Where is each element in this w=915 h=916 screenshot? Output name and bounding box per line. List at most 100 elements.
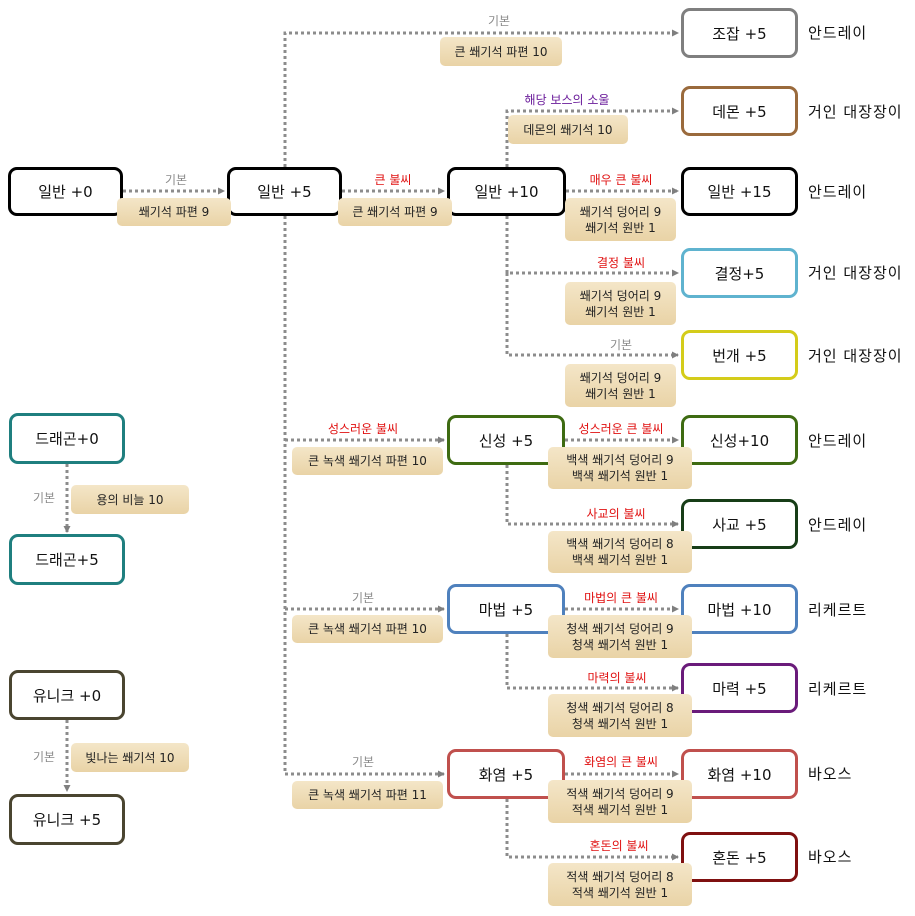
- material-line: 백색 쐐기석 덩어리 9: [566, 453, 674, 467]
- edge-label-basic: 기본: [351, 755, 375, 769]
- node-demon-5[interactable]: 데몬 +5: [681, 86, 798, 136]
- material-line: 큰 녹색 쐐기석 파편 11: [308, 788, 427, 802]
- material-line: 데몬의 쐐기석 10: [523, 122, 613, 137]
- edge-label-holy-big-fire: 성스러운 큰 불씨: [578, 422, 664, 436]
- node-fire-5[interactable]: 화염 +5: [447, 749, 565, 799]
- material-line: 청색 쐐기석 덩어리 8: [566, 700, 674, 715]
- location-label: 거인 대장장이: [808, 264, 903, 282]
- material-chip: 용의 비늘 10: [71, 485, 189, 514]
- location-label: 거인 대장장이: [808, 347, 903, 365]
- material-chip: 백색 쐐기석 덩어리 9 백색 쐐기석 원반 1: [548, 447, 692, 489]
- node-fire-10[interactable]: 화염 +10: [681, 749, 798, 799]
- edge-normal5-craft5: [283, 29, 679, 167]
- edge-label-very-big-fire: 매우 큰 불씨: [589, 173, 653, 187]
- material-line: 큰 녹색 쐐기석 파편 10: [308, 622, 427, 636]
- material-line: 쐐기석 원반 1: [585, 386, 656, 401]
- edge-label-crystal-fire: 결정 불씨: [597, 256, 645, 270]
- node-chaos-5[interactable]: 혼돈 +5: [681, 832, 798, 882]
- edge-label-basic: 기본: [33, 750, 56, 764]
- edge-label-basic: 기본: [351, 591, 375, 605]
- material-chip: 쐐기석 파편 9: [117, 198, 231, 226]
- edge-label-chaos-fire: 혼돈의 불씨: [589, 839, 649, 853]
- material-chip: 큰 녹색 쐐기석 파편 10: [292, 447, 443, 475]
- node-craft-5[interactable]: 조잡 +5: [681, 8, 798, 58]
- material-line: 적색 쐐기석 덩어리 9: [566, 786, 674, 801]
- material-line: 쐐기석 덩어리 9: [579, 288, 662, 303]
- node-normal-10[interactable]: 일반 +10: [447, 167, 566, 216]
- node-evil-5[interactable]: 사교 +5: [681, 499, 798, 549]
- node-unique-0[interactable]: 유니크 +0: [9, 670, 125, 720]
- material-line: 백색 쐐기석 원반 1: [571, 469, 669, 483]
- material-line: 적색 쐐기석 원반 1: [571, 802, 669, 817]
- node-normal-5[interactable]: 일반 +5: [227, 167, 342, 216]
- edge-label-basic: 기본: [33, 491, 56, 505]
- material-chip: 백색 쐐기석 덩어리 8 백색 쐐기석 원반 1: [548, 531, 692, 573]
- node-magic-10[interactable]: 마법 +10: [681, 584, 798, 634]
- material-line: 큰 녹색 쐐기석 파편 10: [308, 454, 427, 468]
- location-label: 바오스: [808, 765, 853, 783]
- edge-magic5-mana5: [505, 634, 679, 692]
- material-line: 쐐기석 덩어리 9: [579, 204, 662, 219]
- material-line: 쐐기석 파편 9: [138, 205, 210, 219]
- edge-label-holy-fire: 성스러운 불씨: [327, 422, 399, 436]
- material-line: 쐐기석 원반 1: [585, 220, 656, 235]
- edge-label-magic-big-fire: 마법의 큰 불씨: [584, 591, 658, 605]
- material-line: 큰 쐐기석 파편 10: [454, 44, 548, 59]
- material-line: 적색 쐐기석 덩어리 8: [566, 869, 674, 884]
- location-label: 거인 대장장이: [808, 103, 903, 121]
- material-line: 적색 쐐기석 원반 1: [571, 885, 669, 900]
- edge-normal10-demon5: [505, 107, 679, 167]
- node-unique-5[interactable]: 유니크 +5: [9, 794, 125, 845]
- edge-label-fire-big-fire: 화염의 큰 불씨: [584, 755, 658, 769]
- edge-fire5-chaos5: [505, 799, 679, 861]
- edge-label-basic: 기본: [487, 14, 511, 28]
- material-chip: 큰 쐐기석 파편 9: [338, 198, 452, 226]
- edge-holy5-evil5: [505, 465, 679, 528]
- material-line: 청색 쐐기석 원반 1: [571, 637, 669, 652]
- material-line: 쐐기석 덩어리 9: [579, 370, 662, 385]
- material-line: 용의 비늘 10: [96, 492, 164, 507]
- material-line: 빛나는 쐐기석 10: [85, 750, 175, 765]
- node-holy-10[interactable]: 신성+10: [681, 415, 798, 465]
- node-thunder-5[interactable]: 번개 +5: [681, 330, 798, 380]
- edge-label-mana-fire: 마력의 불씨: [587, 671, 647, 685]
- location-label: 안드레이: [808, 183, 868, 201]
- edge-label-big-fire: 큰 불씨: [374, 173, 412, 187]
- material-line: 청색 쐐기석 원반 1: [571, 716, 669, 731]
- material-line: 청색 쐐기석 덩어리 9: [566, 621, 674, 636]
- location-label: 바오스: [808, 848, 853, 866]
- node-normal-0[interactable]: 일반 +0: [8, 167, 123, 216]
- material-line: 백색 쐐기석 원반 1: [571, 553, 669, 567]
- node-dragon-0[interactable]: 드래곤+0: [9, 413, 125, 464]
- edge-label-evil-fire: 사교의 불씨: [586, 507, 646, 521]
- location-label: 안드레이: [808, 24, 868, 42]
- node-dragon-5[interactable]: 드래곤+5: [9, 534, 125, 585]
- edge-label-basic: 기본: [609, 338, 633, 352]
- edge-label-boss-soul: 해당 보스의 소울: [524, 93, 610, 107]
- node-normal-15[interactable]: 일반 +15: [681, 167, 798, 216]
- material-chip: 큰 녹색 쐐기석 파편 10: [292, 615, 443, 643]
- node-mana-5[interactable]: 마력 +5: [681, 663, 798, 713]
- location-label: 리케르트: [808, 601, 868, 619]
- edge-label-basic: 기본: [164, 173, 188, 187]
- location-label: 안드레이: [808, 432, 868, 450]
- material-chip: 빛나는 쐐기석 10: [71, 743, 189, 772]
- location-label: 리케르트: [808, 680, 868, 698]
- material-chip: 큰 쐐기석 파편 10: [440, 37, 562, 66]
- material-chip: 큰 녹색 쐐기석 파편 11: [292, 781, 443, 809]
- material-line: 백색 쐐기석 덩어리 8: [566, 537, 674, 551]
- location-label: 안드레이: [808, 516, 868, 534]
- node-holy-5[interactable]: 신성 +5: [447, 415, 565, 465]
- material-line: 큰 쐐기석 파편 9: [352, 205, 438, 219]
- node-crystal-5[interactable]: 결정+5: [681, 248, 798, 298]
- node-magic-5[interactable]: 마법 +5: [447, 584, 565, 634]
- material-chip: 데몬의 쐐기석 10: [508, 115, 628, 144]
